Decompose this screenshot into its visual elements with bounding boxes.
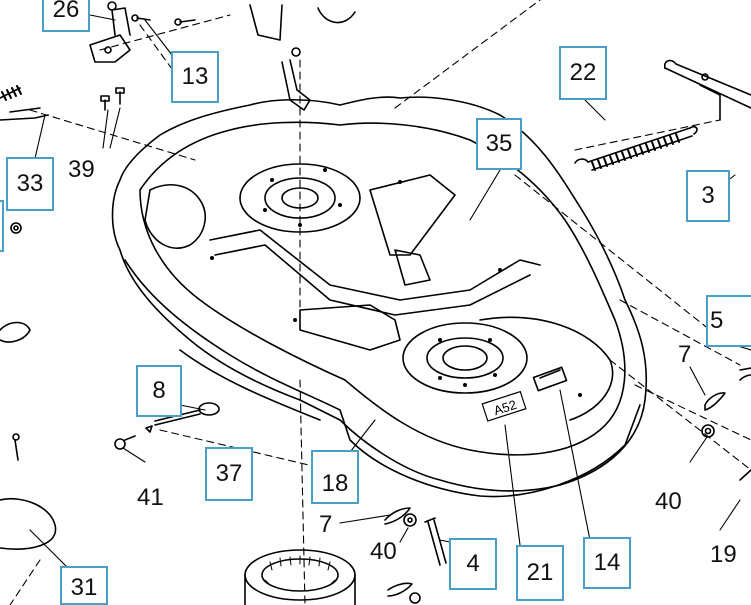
- mounting-bracket: [89, 1, 131, 63]
- deck-skirt: [124, 259, 641, 498]
- callout-3: 3: [686, 170, 730, 222]
- idler-bracket: [369, 174, 456, 256]
- left-spring: [0, 85, 49, 121]
- bolts: [100, 87, 125, 111]
- callout-31: 31: [60, 566, 108, 605]
- left-nut: [10, 222, 22, 234]
- left-spindle-ring: [264, 177, 336, 219]
- belt-channel: [299, 304, 401, 351]
- right-spindle-opening: [402, 322, 528, 394]
- right-spindle-hole: [442, 345, 488, 371]
- pulley: [244, 549, 356, 605]
- callout-21: 21: [516, 545, 564, 601]
- label-7-bottom: 7: [319, 511, 333, 538]
- mower-deck: [111, 96, 648, 498]
- callout-18: 18: [311, 450, 359, 504]
- callout-26: 26: [42, 0, 90, 32]
- callout-8: 8: [136, 365, 182, 417]
- label-40-right: 40: [655, 488, 682, 515]
- callout-partial-left: [0, 200, 4, 252]
- center-housing: [479, 316, 614, 421]
- deck-outline: [111, 96, 648, 492]
- callout-37: 37: [205, 447, 253, 501]
- leader-lines: [9, 0, 751, 605]
- left-spindle-hole: [281, 187, 319, 209]
- label-41: 41: [137, 484, 164, 511]
- callout-35: 35: [476, 118, 522, 170]
- deck-front-lip: [179, 349, 321, 421]
- callout-13: 13: [171, 51, 219, 103]
- right-spindle-ring: [426, 337, 504, 379]
- left-side-parts: [0, 321, 57, 550]
- right-edge-lines: [739, 374, 751, 481]
- hanger-brackets: [131, 4, 356, 111]
- left-spindle-opening: [239, 163, 361, 233]
- callout-33: 33: [6, 157, 54, 211]
- label-7-right: 7: [678, 341, 692, 368]
- deck-logo-plate: [532, 366, 568, 392]
- callout-14: 14: [583, 537, 631, 589]
- bolt-holes: [210, 168, 582, 397]
- callout-22: 22: [559, 46, 607, 100]
- bottom-parts: [384, 507, 447, 604]
- belt-guard: [209, 229, 541, 301]
- callout-4: 4: [449, 538, 497, 590]
- right-side-pin: [701, 367, 751, 438]
- pulley-spokes: [264, 555, 336, 586]
- label-39: 39: [68, 156, 95, 183]
- callout-5: 5: [706, 295, 751, 347]
- lever-arm: [663, 59, 751, 121]
- label-40-bottom: 40: [370, 538, 397, 565]
- tension-spring: [574, 125, 698, 171]
- label-19: 19: [710, 541, 737, 568]
- hex-nut: [114, 435, 136, 450]
- deck-inner-rim: [139, 121, 626, 456]
